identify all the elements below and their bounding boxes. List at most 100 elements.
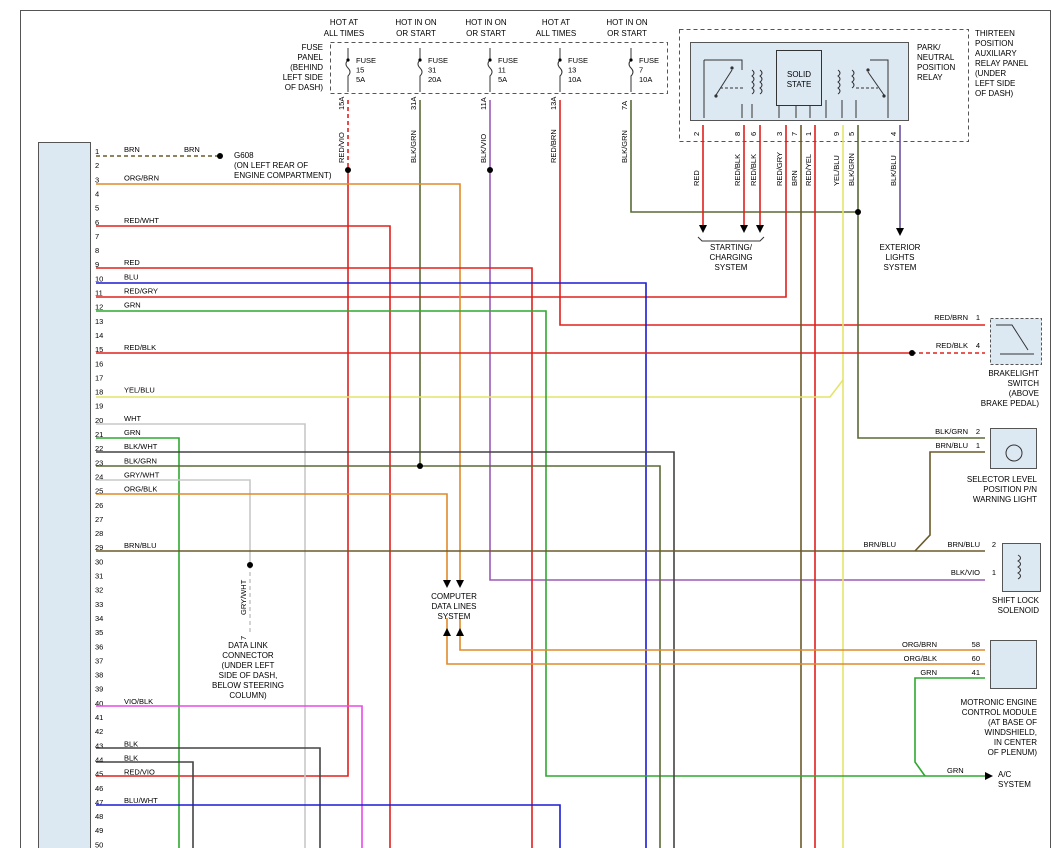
fuse-hot-label: OR START	[607, 29, 647, 38]
dlc-label-line: BELOW STEERING	[212, 681, 284, 690]
relay-panel-label-line: AUXILIARY	[975, 49, 1017, 58]
relay-pins: 2RED8RED/BLK6RED/BLK3RED/GRY7BRN1RED/YEL…	[692, 132, 898, 186]
connector-pin-number: 1	[95, 147, 99, 156]
fuse-symbol	[345, 48, 351, 92]
connector-pin-number: 16	[95, 359, 103, 368]
connector-wire-label: GRN	[124, 301, 141, 310]
fuse-hot-label: HOT AT	[330, 18, 358, 27]
fuse-rating-label: FUSE	[356, 56, 376, 65]
relay-wire-label: RED/YEL	[804, 154, 813, 186]
connector-pin-number: 48	[95, 812, 103, 821]
brakelight-label-line: (ABOVE	[1009, 389, 1039, 398]
solid-state-box	[776, 50, 822, 106]
brakelight-label-line: BRAKELIGHT	[988, 369, 1039, 378]
fuse-panel-label-line: PANEL	[297, 53, 323, 62]
fuse-wire-label: RED/VIO	[337, 132, 346, 163]
connector-pin-number: 38	[95, 671, 103, 680]
connector-wire-label: BRN	[124, 145, 140, 154]
dlc-label-line: COLUMN)	[229, 691, 267, 700]
fuse-rating-label: 7	[639, 66, 643, 75]
connector-pin-number: 41	[95, 713, 103, 722]
connector-pin-number: 37	[95, 656, 103, 665]
fuse-wire-label: BLK/GRN	[409, 130, 418, 163]
fuse-dot	[346, 58, 350, 62]
relay-panel	[679, 29, 969, 142]
relay-pin-number: 3	[775, 132, 784, 136]
arrows	[443, 225, 993, 780]
connector-pin-number: 22	[95, 444, 103, 453]
brakelight-label-line: BRAKE PEDAL)	[981, 399, 1040, 408]
fuse-panel-label-line: FUSE	[302, 43, 323, 52]
relay-wire-label: RED	[692, 170, 701, 186]
fuse-rating-label: 20A	[428, 75, 441, 84]
wires	[96, 100, 985, 848]
connector-pin-number: 45	[95, 770, 103, 779]
ground-label-line: ENGINE COMPARTMENT)	[234, 171, 332, 180]
connector-pin-number: 20	[95, 416, 103, 425]
connector-pin-number: 26	[95, 501, 103, 510]
connector-pin-number: 36	[95, 642, 103, 651]
fuse-wire-label: BLK/GRN	[620, 130, 629, 163]
starting-label-line: CHARGING	[709, 253, 752, 262]
relay-label-line: NEUTRAL	[917, 53, 955, 62]
ground-label-line: (ON LEFT REAR OF	[234, 161, 308, 170]
relay-internals	[703, 59, 889, 118]
exterior-label-line: LIGHTS	[886, 253, 915, 262]
exterior-label-line: SYSTEM	[884, 263, 917, 272]
starting-bracket	[697, 236, 765, 242]
solid-state-label-line: STATE	[787, 80, 812, 89]
relay-wire-label: RED/BLK	[749, 154, 758, 186]
connector-pin-number: 42	[95, 727, 103, 736]
connector-pin-number: 8	[95, 246, 99, 255]
connector-pin-number: 10	[95, 274, 103, 283]
fuse-rating-label: FUSE	[428, 56, 448, 65]
connector-pin-number: 5	[95, 204, 99, 213]
fuse-panel-label-line: (BEHIND	[290, 63, 323, 72]
splices	[217, 153, 915, 568]
connector-pin-number: 27	[95, 515, 103, 524]
fuse-panel-label-line: OF DASH)	[285, 83, 324, 92]
fuse-rating-label: 5A	[356, 75, 365, 84]
relay-wire-label: BLK/GRN	[847, 153, 856, 186]
connector-pin-number: 28	[95, 529, 103, 538]
brakelight-pin-number: 1	[976, 313, 980, 322]
brakelight-switch-box	[990, 318, 1042, 365]
connector-wire-label: GRY/WHT	[124, 470, 160, 479]
dlc-label-line: (UNDER LEFT	[222, 661, 275, 670]
relay-wire-label: BLK/BLU	[889, 155, 898, 186]
connector-pin-number: 30	[95, 557, 103, 566]
connector-wire-label: WHT	[124, 414, 141, 423]
connector-pin-number: 9	[95, 260, 99, 269]
fuse-hot-label: OR START	[466, 29, 506, 38]
connector-pin-number: 18	[95, 388, 103, 397]
shiftlock-inline-wire: BRN/BLU	[863, 540, 896, 549]
fuse-rating-label: 15	[356, 66, 364, 75]
shift-lock-box	[1002, 543, 1041, 592]
fuse-symbol	[487, 48, 493, 92]
ecm-pin-number: 58	[972, 640, 980, 649]
connector-wire-label: BLK/GRN	[124, 456, 157, 465]
fuse-panel-label-line: LEFT SIDE	[283, 73, 323, 82]
starting-label-line: SYSTEM	[715, 263, 748, 272]
brakelight-wire-label: RED/BLK	[936, 341, 968, 350]
connector-pin-number: 21	[95, 430, 103, 439]
dlc-label-line: SIDE OF DASH,	[219, 671, 278, 680]
connector-pin-number: 4	[95, 189, 99, 198]
connector-wire-label: GRN	[124, 428, 141, 437]
ecm-wire-label: GRN	[920, 668, 937, 677]
fuse-panel	[330, 42, 668, 94]
fuse-dot	[558, 58, 562, 62]
connector-pin-number: 24	[95, 472, 103, 481]
connector-wire-label: BLK/WHT	[124, 442, 158, 451]
fuse-terminal-label: 13A	[549, 97, 558, 110]
connector-pin-number: 14	[95, 331, 103, 340]
connector-wire-label: BLK	[124, 753, 138, 762]
relay-wire-label: BRN	[790, 170, 799, 186]
fuse-hot-label: HOT IN ON	[395, 18, 436, 27]
connector-pin-number: 46	[95, 784, 103, 793]
fuse-hot-label: OR START	[396, 29, 436, 38]
fuse-rating-label: 11	[498, 66, 506, 75]
connector-pin-number: 29	[95, 543, 103, 552]
